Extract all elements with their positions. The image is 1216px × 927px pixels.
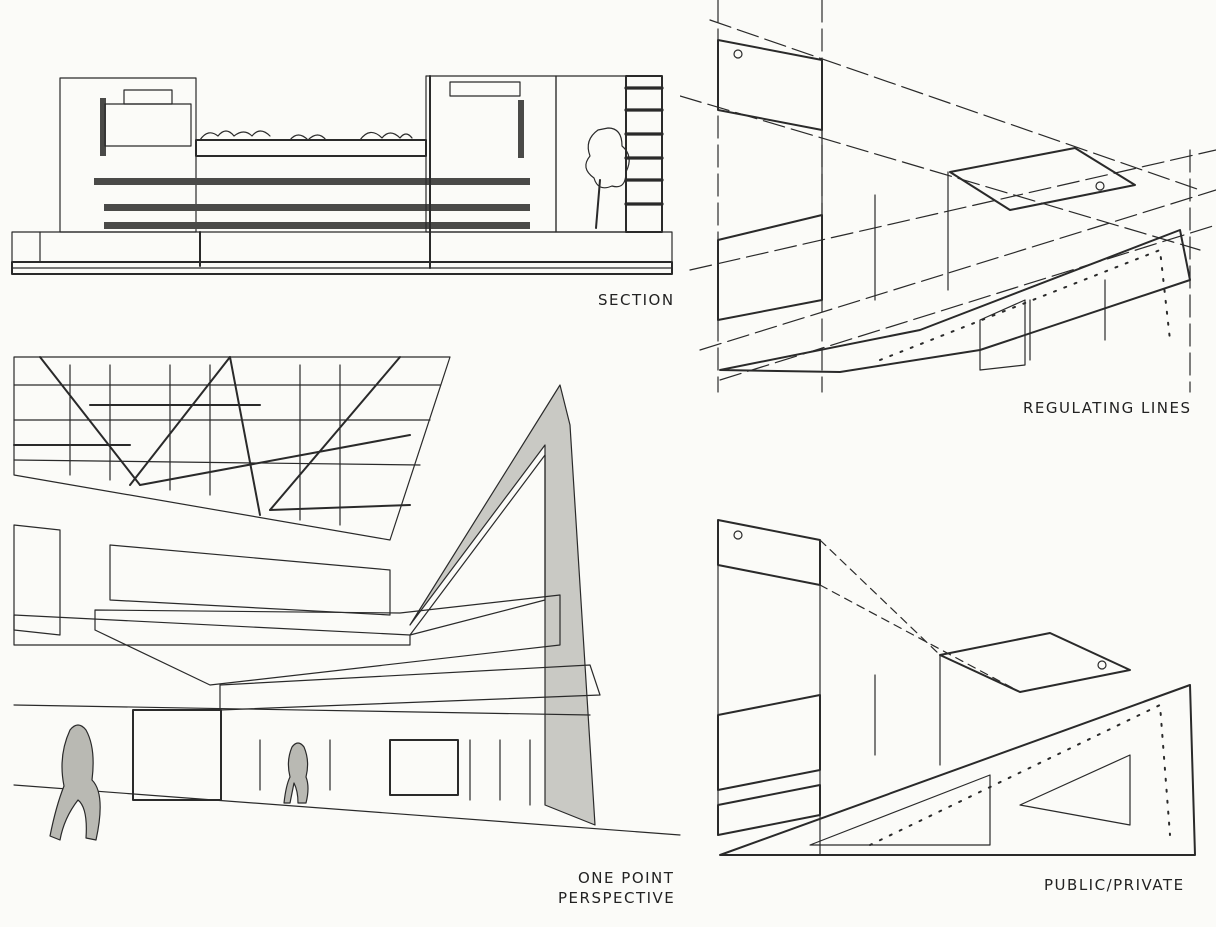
regulating-lines-drawing: REGULATING LINES <box>680 0 1216 430</box>
public-private-label: PUBLIC/PRIVATE <box>1044 876 1185 894</box>
regulating-lines-label: REGULATING LINES <box>1023 399 1192 417</box>
section-label: SECTION <box>598 291 675 309</box>
section-drawing: SECTION <box>0 0 690 320</box>
perspective-drawing: ONE POINT PERSPECTIVE <box>0 345 690 927</box>
perspective-label-line1: ONE POINT <box>578 869 675 887</box>
perspective-label-line2: PERSPECTIVE <box>558 889 676 907</box>
public-private-drawing: PUBLIC/PRIVATE <box>690 505 1216 927</box>
